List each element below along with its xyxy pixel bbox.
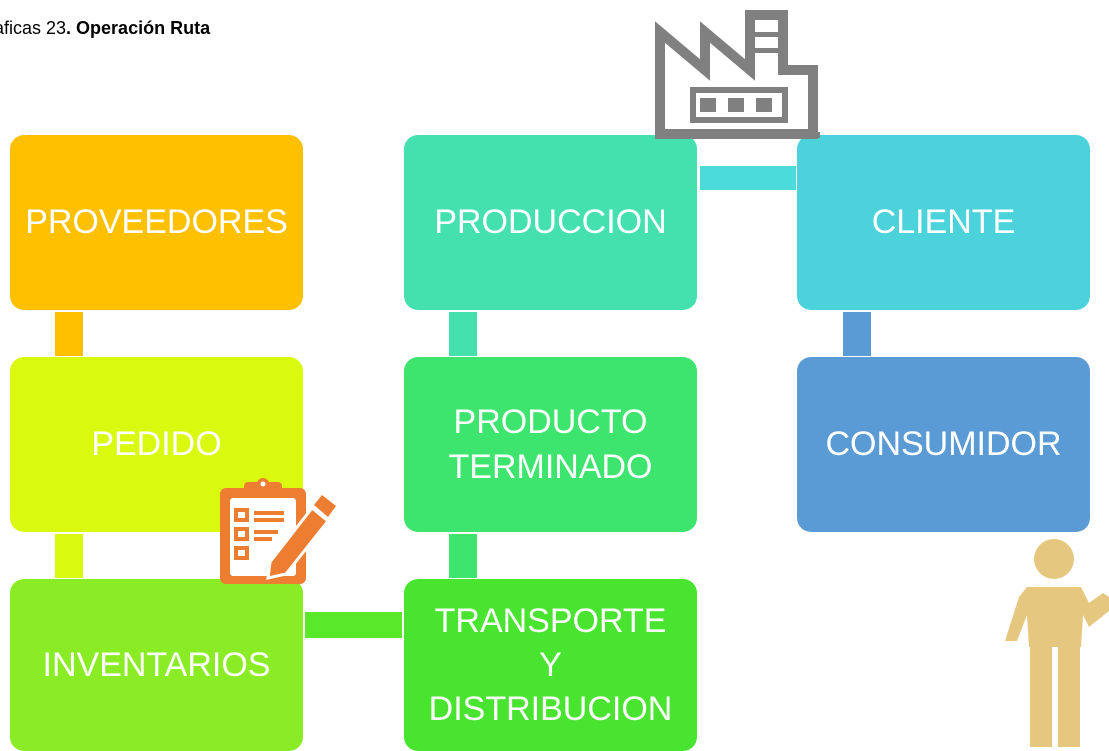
caption-title: . Operación Ruta — [66, 18, 211, 38]
person-icon — [1005, 539, 1109, 747]
figure-caption: aficas 23. Operación Ruta — [0, 18, 210, 39]
connector-proveedores-pedido — [55, 312, 83, 356]
box-cliente: CLIENTE — [797, 135, 1090, 310]
connector-produccion-cliente — [700, 166, 796, 190]
box-transporte-distribucion: TRANSPORTE Y DISTRIBUCION — [404, 579, 697, 751]
connector-pedido-inventarios — [55, 534, 83, 578]
box-producto-terminado-label: PRODUCTO TERMINADO — [448, 403, 653, 486]
box-produccion-label: PRODUCCION — [434, 203, 667, 242]
connector-produccion-producto — [449, 312, 477, 356]
box-proveedores: PROVEEDORES — [10, 135, 303, 310]
box-proveedores-label: PROVEEDORES — [25, 203, 288, 242]
box-consumidor-label: CONSUMIDOR — [825, 425, 1062, 464]
box-cliente-label: CLIENTE — [871, 203, 1016, 242]
box-transporte-label: TRANSPORTE Y DISTRIBUCION — [428, 601, 673, 729]
box-pedido-label: PEDIDO — [91, 425, 222, 464]
factory-icon — [655, 10, 820, 139]
clipboard-checklist-icon — [220, 478, 336, 584]
box-inventarios: INVENTARIOS — [10, 579, 303, 751]
box-producto-terminado: PRODUCTO TERMINADO — [404, 357, 697, 532]
caption-prefix: aficas 23 — [0, 18, 67, 38]
box-pedido: PEDIDO — [10, 357, 303, 532]
box-inventarios-label: INVENTARIOS — [42, 645, 271, 684]
box-produccion: PRODUCCION — [404, 135, 697, 310]
connector-producto-transporte — [449, 534, 477, 578]
connector-inventarios-transporte — [305, 612, 402, 638]
box-consumidor: CONSUMIDOR — [797, 357, 1090, 532]
connector-cliente-consumidor — [843, 312, 871, 356]
